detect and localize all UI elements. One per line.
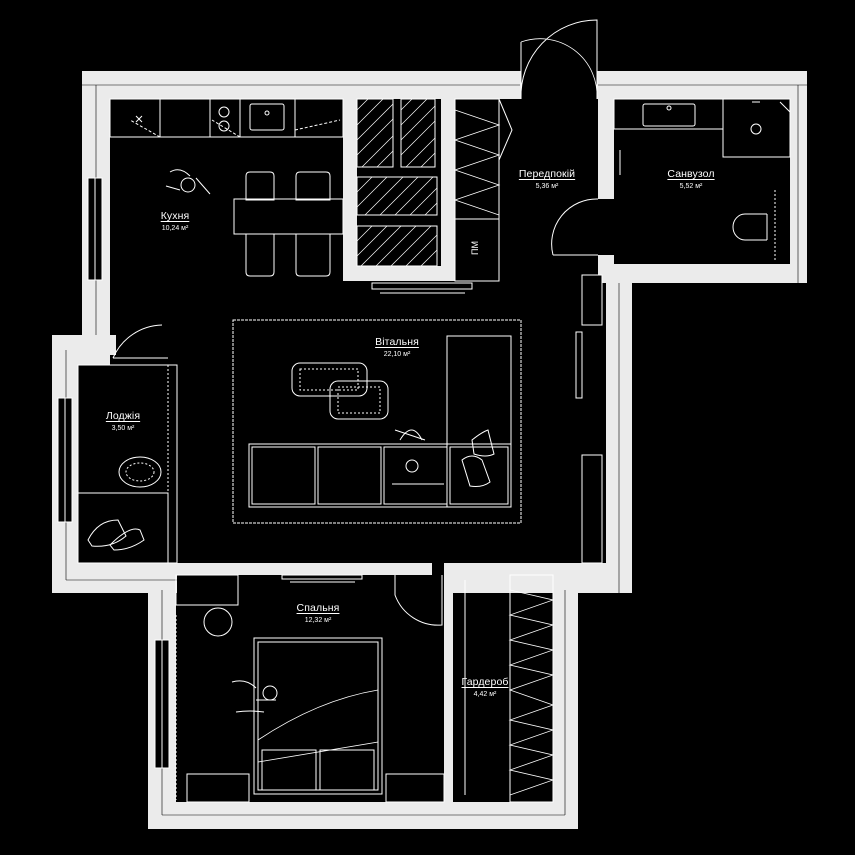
living-furniture: [232, 319, 522, 524]
storage-shelves: [356, 98, 513, 294]
room-name: Гардероб: [461, 676, 509, 688]
room-name: Вітальня: [375, 336, 419, 348]
room-label-hallway: Передпокій 5,36 м²: [518, 168, 576, 190]
room-label-living: Вітальня 22,10 м²: [375, 336, 419, 358]
bathroom-fixtures: [613, 98, 791, 260]
loggia-furniture: [77, 364, 178, 564]
room-label-bedroom: Спальня 12,32 м²: [296, 602, 340, 624]
kitchen-furniture: [109, 98, 344, 277]
room-area: 5,52 м²: [679, 182, 703, 190]
room-label-loggia: Лоджія 3,50 м²: [105, 410, 141, 432]
room-name: Передпокій: [518, 168, 576, 180]
wardrobe-furniture: [464, 574, 555, 803]
windows: [57, 177, 603, 769]
room-area: 12,32 м²: [304, 616, 332, 624]
room-area: 22,10 м²: [383, 350, 411, 358]
room-name: Лоджія: [105, 410, 141, 422]
room-area: 10,24 м²: [161, 224, 189, 232]
closet-tag: ПМ: [470, 241, 480, 255]
room-area: 3,50 м²: [111, 424, 135, 432]
room-area: 4,42 м²: [473, 690, 497, 698]
room-name: Санвузол: [667, 168, 715, 180]
room-label-kitchen: Кухня 10,24 м²: [160, 210, 190, 232]
room-area: 5,36 м²: [535, 182, 559, 190]
room-name: Кухня: [160, 210, 190, 222]
bedroom-furniture: [175, 574, 445, 803]
doors: [112, 19, 599, 626]
room-name: Спальня: [296, 602, 340, 614]
room-label-bathroom: Санвузол 5,52 м²: [667, 168, 715, 190]
room-label-wardrobe: Гардероб 4,42 м²: [461, 676, 509, 698]
